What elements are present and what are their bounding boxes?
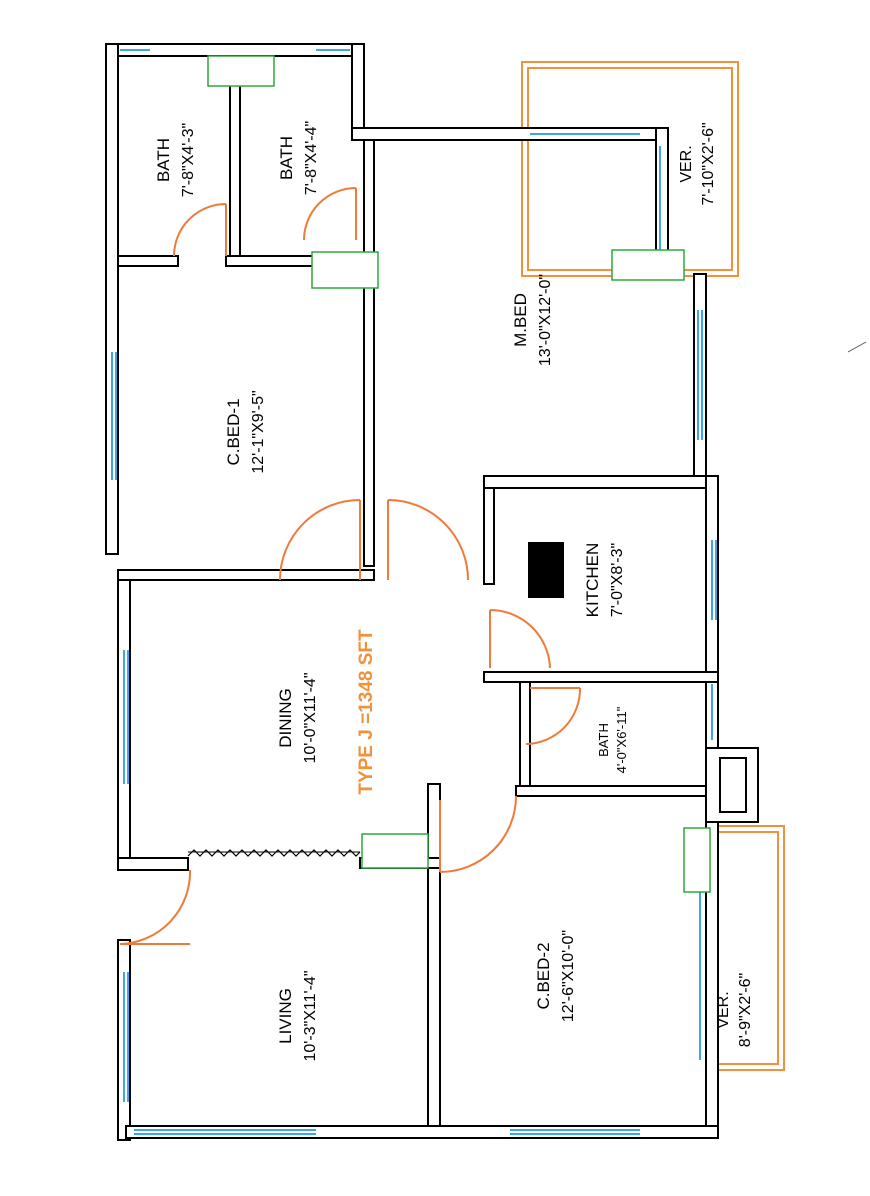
room-size: 4'-0"X6'-11" — [614, 706, 629, 773]
interior-walls — [117, 55, 759, 1127]
room-name: BATH — [596, 723, 611, 757]
room-size: 7'-10"X2'-6" — [700, 122, 717, 205]
room-name: VER. — [678, 145, 695, 182]
room-label-kitchen: KITCHEN 7'-0"X8'-3" — [583, 543, 626, 618]
room-label-living: LIVING 10'-3"X11'-4" — [276, 971, 319, 1062]
kitchen-appliance-block — [528, 542, 564, 598]
type-label-text: TYPE J =1348 SFT — [356, 629, 377, 795]
doors — [119, 187, 582, 945]
room-label-c-bed-2: C.BED-2 12'-6"X10'-0" — [534, 930, 577, 1022]
sliding-partition — [187, 849, 361, 857]
room-size: 10'-3"X11'-4" — [302, 971, 319, 1062]
pen-mark — [847, 341, 867, 353]
room-label-dining: DINING 10'-0"X11'-4" — [276, 673, 319, 764]
windows — [111, 49, 717, 1135]
room-label-bath-2: BATH 7'-8"X4'-4" — [277, 121, 320, 195]
room-label-m-bed: M.BED 13'-0"X12'-0" — [511, 274, 554, 366]
shafts — [207, 55, 711, 893]
room-size: 8'-9"X2'-6" — [737, 973, 754, 1047]
room-size: 7'-8"X4'-3" — [180, 123, 197, 197]
room-name: BATH — [277, 136, 296, 180]
type-area-label: TYPE J =1348 SFT — [356, 629, 377, 795]
room-size: 12'-6"X10'-0" — [560, 930, 577, 1022]
room-size: 13'-0"X12'-0" — [537, 274, 554, 366]
room-label-bath-1: BATH 7'-8"X4'-3" — [154, 123, 197, 197]
exterior-walls — [105, 43, 719, 1141]
room-label-ver-1: VER. 7'-10"X2'-6" — [678, 122, 717, 205]
room-size: 10'-0"X11'-4" — [302, 673, 319, 764]
room-size: 7'-8"X4'-4" — [303, 121, 320, 195]
room-size: 7'-0"X8'-3" — [609, 543, 626, 617]
room-name: KITCHEN — [583, 543, 602, 618]
room-name: M.BED — [511, 293, 530, 347]
room-size: 12'-1"X9'-5" — [250, 390, 267, 473]
room-label-bath-3: BATH 4'-0"X6'-11" — [596, 706, 629, 773]
room-label-ver-2: VER. 8'-9"X2'-6" — [715, 973, 754, 1047]
room-name: VER. — [715, 991, 732, 1028]
room-label-c-bed-1: C.BED-1 12'-1"X9'-5" — [224, 390, 267, 473]
room-name: DINING — [276, 688, 295, 748]
room-name: LIVING — [276, 988, 295, 1044]
room-name: BATH — [154, 138, 173, 182]
room-name: C.BED-1 — [224, 398, 243, 465]
room-name: C.BED-2 — [534, 942, 553, 1009]
